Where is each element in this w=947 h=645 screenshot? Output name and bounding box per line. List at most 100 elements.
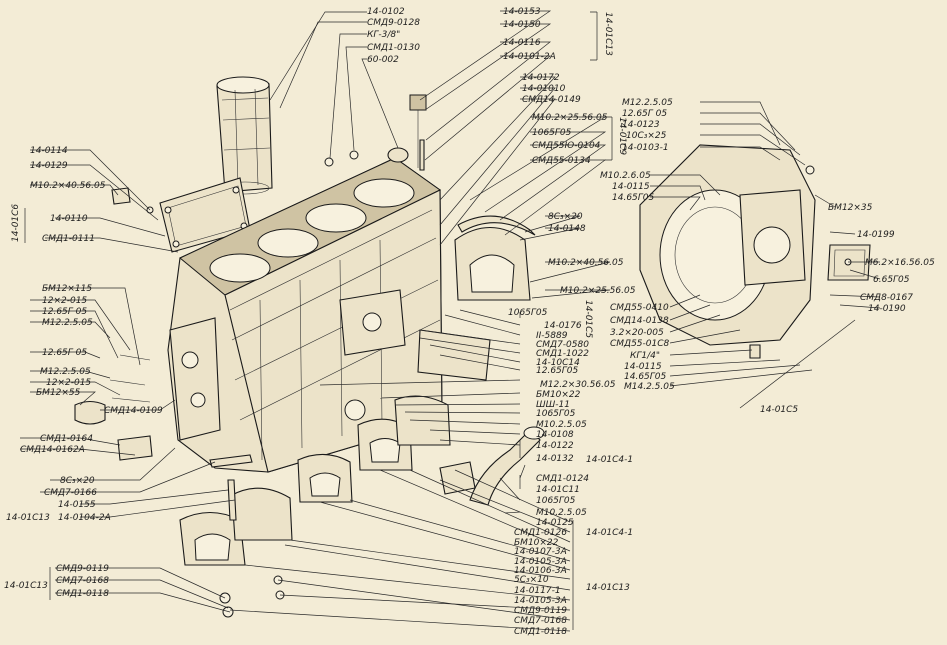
group-14-01c13-bottom: 14-01С13	[586, 583, 630, 593]
label-smd7-0166: СМД7-0166	[44, 488, 97, 498]
group-14-01c5-mid: 14-01С5	[583, 300, 593, 338]
label-m6-2x16: М6.2×16.56.05	[865, 258, 935, 268]
label-14-0114: 14-0114	[30, 146, 68, 156]
leader-lines	[20, 10, 881, 632]
label-smd1-0118-b: СМД1-0118	[514, 627, 567, 637]
label-smd1-0130: СМД1-0130	[367, 43, 420, 53]
label-14-0115: 14-0115	[612, 182, 650, 192]
label-smd8-0167: СМД8-0167	[860, 293, 913, 303]
parts-illustration	[74, 76, 871, 618]
label-smd55-0104: СМД55Ю-0104	[532, 141, 601, 151]
label-smd1-0118: СМД1-0118	[56, 589, 109, 599]
label-1065g05-a: 1065Г05	[532, 128, 572, 138]
label-bm12x55: БМ12×55	[36, 388, 81, 398]
label-smd7-0580: СМД7-0580	[536, 340, 589, 350]
label-1265g05-d: 12.65Г 05	[622, 109, 667, 119]
bearing-caps	[179, 395, 451, 566]
label-60-002: 60-002	[367, 55, 399, 65]
group-14-01c5-right: 14-01С5	[760, 405, 798, 415]
label-shsh-11: ШШ-11	[536, 400, 570, 410]
label-14-0132: 14-0132	[536, 454, 574, 464]
label-smd55-0410: СМД55-0410	[610, 303, 669, 313]
label-m10-2x25-b: М10.2×25.56.05	[560, 286, 636, 296]
label-14-0176: 14-0176	[544, 321, 582, 331]
part-labels: 14-0102 СМД9-0128 КГ-3/8" СМД1-0130 60-0…	[20, 7, 935, 637]
label-smd55-0134: СМД55-0134	[532, 156, 591, 166]
label-ii-5889: II-5889	[536, 331, 568, 341]
label-smd14-0138: СМД14-0138	[610, 316, 669, 326]
label-14-0107-3a: 14-0107-3А	[514, 547, 567, 557]
label-14-0105-3a: 14-0105-3А	[514, 557, 567, 567]
label-m14-25-05: М14.2.5.05	[624, 382, 675, 392]
label-m12-25-05-b: М12.2.5.05	[40, 367, 91, 377]
group-14-01c9: 14-01С9	[617, 117, 627, 155]
label-10c3x25: 10С₃×25	[626, 131, 667, 141]
label-kg-38: КГ-3/8"	[367, 30, 400, 40]
label-smd9-0128: СМД9-0128	[367, 18, 420, 28]
label-smd1-0111: СМД1-0111	[42, 234, 95, 244]
label-smd14-0149: СМД14-0149	[522, 95, 581, 105]
label-14-0148: 14-0148	[548, 224, 586, 234]
label-1265g05-c: 12.65Г05	[536, 366, 579, 376]
label-14-0116: 14-0116	[503, 38, 541, 48]
side-plate	[159, 177, 251, 253]
label-smd55-01c8: СМД55-01С8	[610, 339, 670, 349]
label-1265g05-b: 12.65Г 05	[42, 348, 87, 358]
label-1065g05-b: 1065Г05	[508, 308, 548, 318]
group-14-01c4-1-b: 14-01С4-1	[586, 528, 633, 538]
label-1465g05: 14.65Г05	[612, 193, 655, 203]
label-665g05: 6.65Г05	[873, 275, 910, 285]
label-32x20-005: 3.2×20-005	[610, 328, 664, 338]
label-12x2-015-a: 12×2-015	[42, 296, 87, 306]
oil-pipe	[439, 426, 545, 506]
label-1065g05-c: 1065Г05	[536, 409, 576, 419]
label-14-0155: 14-0155	[58, 500, 96, 510]
label-smd9-0119-b: СМД9-0119	[514, 606, 567, 616]
label-m10-26-05: М10.2.6.05	[600, 171, 651, 181]
label-14-0108: 14-0108	[536, 430, 574, 440]
label-1065g05-d: 1065Г05	[536, 496, 576, 506]
label-bm12x35: БМ12×35	[828, 203, 873, 213]
label-bm12x115: БМ12×115	[42, 284, 92, 294]
label-14-0150: 14-0150	[503, 20, 541, 30]
label-m10-2x40-b: М10.2×40.56.05	[548, 258, 624, 268]
label-1465g05-b: 14.65Г05	[624, 372, 667, 382]
group-14-01c13-left: 14-01С13	[6, 513, 50, 523]
label-14-0172: 14-0172	[522, 73, 560, 83]
group-14-01c4-1-a: 14-01С4-1	[586, 455, 633, 465]
label-8c3x20-b: 8С₃×20	[60, 476, 95, 486]
label-14-0199: 14-0199	[857, 230, 895, 240]
label-m10-2x40: М10.2×40.56.05	[30, 181, 106, 191]
label-14-0101-2a: 14-0101-2А	[503, 52, 556, 62]
label-14-0129: 14-0129	[30, 161, 68, 171]
label-5c3x10: 5С₃×10	[514, 575, 549, 585]
label-14-0123: 14-0123	[622, 120, 660, 130]
label-kg-14: КГ1/4"	[630, 351, 660, 361]
label-12x2-015-b: 12×2-015	[46, 378, 91, 388]
label-14-0102: 14-0102	[367, 7, 405, 17]
label-1265g05-a: 12.65Г 05	[42, 307, 87, 317]
label-14-01c11: 14-01С11	[536, 485, 580, 495]
label-14-0105-3a-b: 14-0105-3А	[514, 596, 567, 606]
label-14-0106-3a: 14-0106-3А	[514, 566, 567, 576]
label-14-0190: 14-0190	[868, 304, 906, 314]
group-codes: 14-01С13 14-01С9 14-01С6 14-01С5 14-01С4…	[4, 12, 798, 593]
label-14-0125: 14-0125	[536, 518, 574, 528]
label-m12-25-05-a: М12.2.5.05	[42, 318, 93, 328]
label-14-10c14: 14-10С14	[536, 358, 580, 368]
label-bm10x22-b: БМ10×22	[514, 538, 559, 548]
group-14-01c13-bl: 14-01С13	[4, 581, 48, 591]
label-14-0117-1: 14-0117-1	[514, 586, 561, 596]
label-14-0115-b: 14-0115	[624, 362, 662, 372]
engine-block	[167, 157, 491, 473]
label-14-0103-1: 14-0103-1	[622, 143, 669, 153]
label-smd1-0164: СМД1-0164	[40, 434, 93, 444]
label-14-01010: 14-01010	[522, 84, 566, 94]
group-14-01c13-top: 14-01С13	[603, 12, 613, 56]
label-m10-25-05: М10.2.5.05	[536, 420, 587, 430]
label-m12-2x30: М12.2×30.56.05	[540, 380, 616, 390]
label-8c3x20-a: 8С₃×20	[548, 212, 583, 222]
label-smd14-0109: СМД14-0109	[104, 406, 163, 416]
